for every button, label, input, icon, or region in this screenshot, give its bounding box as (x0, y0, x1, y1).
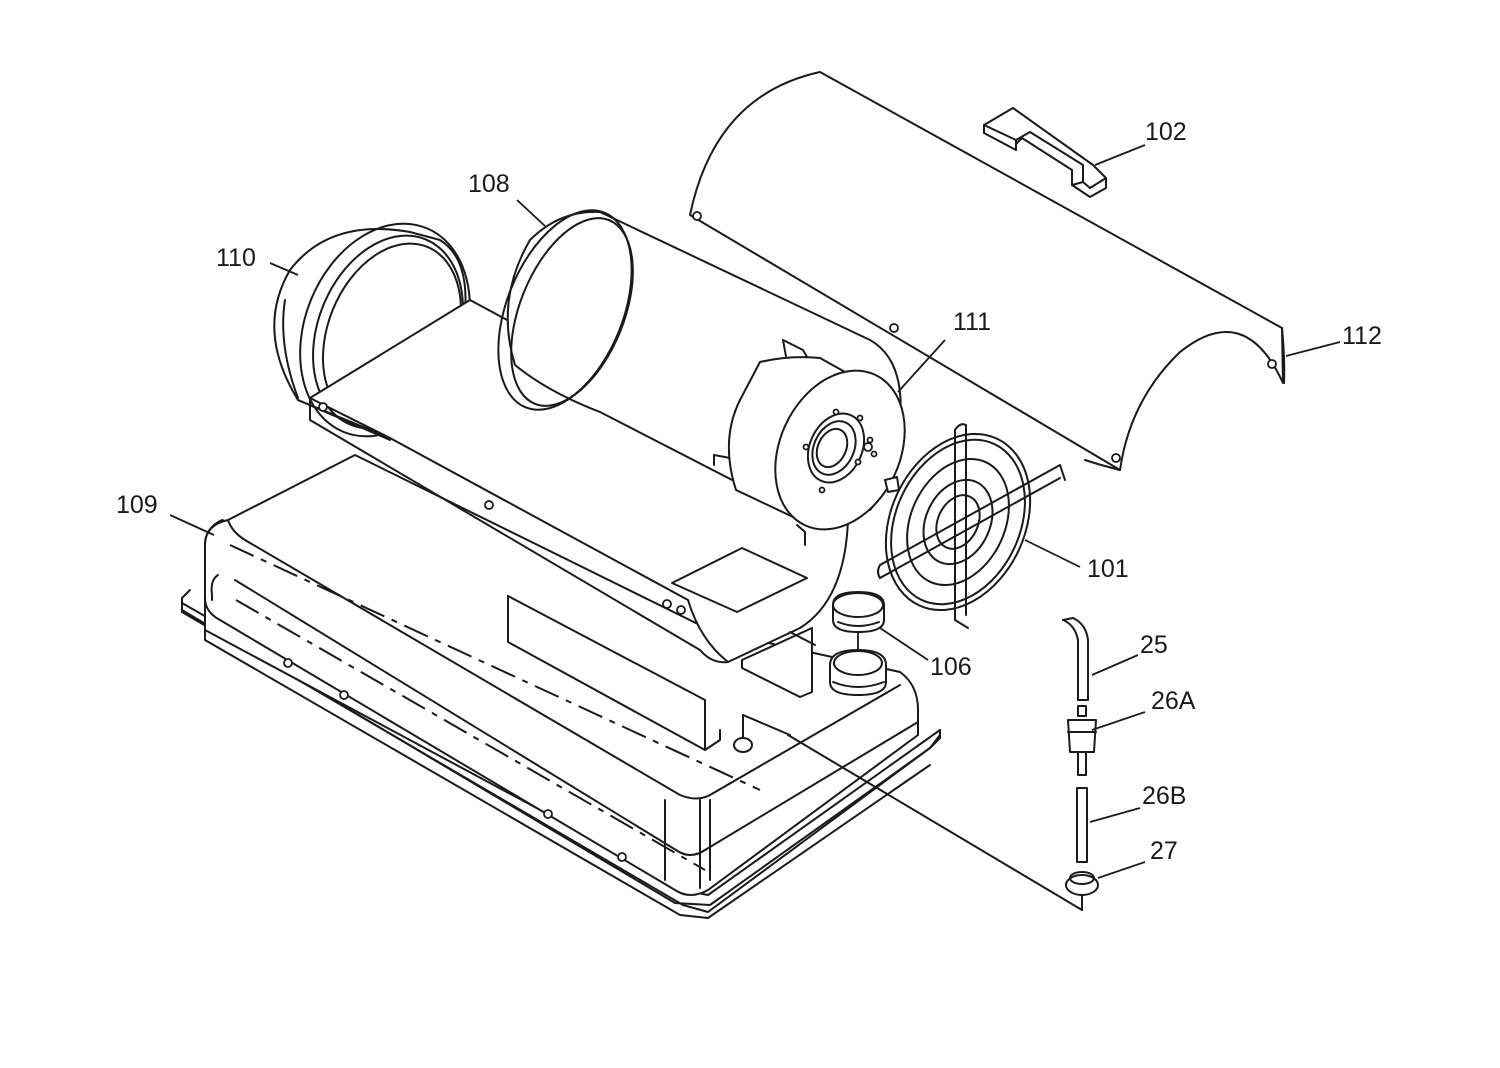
label-108: 108 (468, 170, 510, 198)
label-109: 109 (116, 491, 158, 519)
part-106-fuel-cap (829, 591, 887, 696)
label-26a: 26A (1151, 687, 1196, 715)
label-102: 102 (1145, 118, 1187, 146)
leader-lines (169, 144, 1341, 879)
part-111-burner-head (727, 356, 906, 531)
label-110: 110 (216, 244, 256, 272)
part-25-fuel-tube (1062, 617, 1089, 701)
label-106: 106 (930, 653, 972, 681)
part-101-fan-guard (877, 423, 1066, 629)
label-25: 25 (1140, 631, 1168, 659)
part-102-handle (983, 107, 1107, 198)
label-27: 27 (1150, 837, 1178, 865)
part-27-grommet (1065, 871, 1099, 911)
lower-shroud (309, 299, 849, 698)
label-111: 111 (953, 308, 991, 336)
label-26b: 26B (1142, 782, 1186, 810)
part-26a-fuel-filter (1067, 705, 1097, 776)
label-112: 112 (1342, 322, 1382, 350)
part-26b-fuel-tube (1076, 787, 1088, 863)
part-109-fuel-tank (181, 454, 1083, 919)
part-labels: 102 108 110 111 112 109 101 106 25 26A 2… (116, 118, 1382, 865)
part-112-upper-shroud (689, 71, 1286, 471)
label-101: 101 (1087, 555, 1129, 583)
